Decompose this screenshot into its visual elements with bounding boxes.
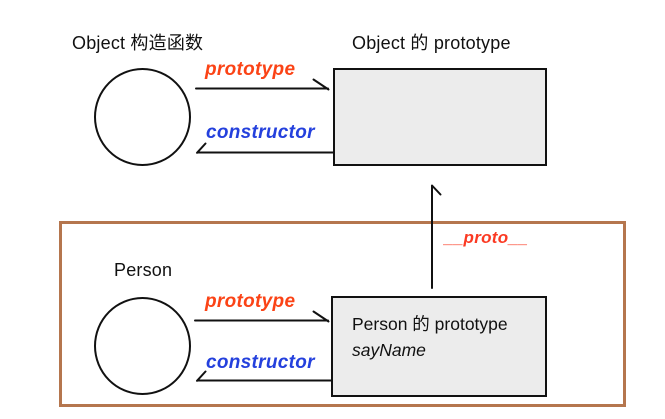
person-title: Person (114, 260, 173, 280)
proto-label: __proto__ (444, 228, 528, 247)
prototype-label-bottom: prototype (205, 291, 296, 312)
object-prototype-box (333, 68, 547, 166)
person-constructor-circle (94, 297, 191, 395)
prototype-arrow-top (195, 78, 330, 91)
constructor-arrow-top (196, 142, 334, 154)
person-prototype-box-title: Person 的 prototype (352, 314, 508, 334)
prototype-label-top: prototype (205, 59, 296, 80)
constructor-label-top: constructor (206, 122, 315, 143)
object-constructor-circle (94, 68, 191, 166)
object-constructor-title: Object 构造函数 (72, 33, 204, 53)
person-prototype-method-sayname: sayName (352, 340, 426, 360)
person-prototype-box: Person 的 prototype sayName (331, 296, 547, 397)
object-prototype-title: Object 的 prototype (352, 33, 511, 53)
person-group-container (59, 221, 626, 407)
constructor-label-bottom: constructor (206, 352, 315, 373)
